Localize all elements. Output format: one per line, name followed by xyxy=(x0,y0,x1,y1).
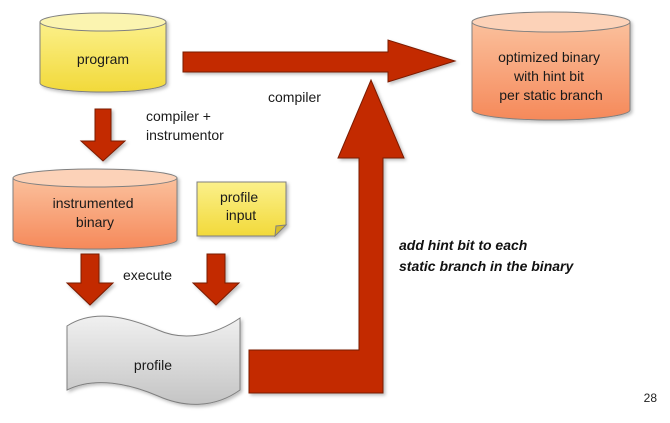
profile-shape xyxy=(66,315,241,405)
execute-arrow-right xyxy=(191,253,241,306)
program-label: program xyxy=(77,51,129,67)
instrumented-binary-label: instrumented binary xyxy=(53,195,138,230)
page-number: 28 xyxy=(644,391,658,405)
compile-instrument-arrow xyxy=(79,108,127,162)
optimized-binary-cylinder xyxy=(471,11,631,121)
program-cylinder xyxy=(39,12,167,93)
instrumented-binary-cylinder xyxy=(12,168,178,250)
execute-label: execute xyxy=(123,267,172,283)
optimized-binary-label: optimized binary with hint bit per stati… xyxy=(498,49,604,103)
add-hint-label: add hint bit to each static branch in th… xyxy=(399,237,574,274)
profile-label: profile xyxy=(134,357,172,373)
profile-input-label: profile input xyxy=(220,189,262,223)
execute-arrow-left xyxy=(65,253,115,306)
compiler-label: compiler xyxy=(268,89,321,105)
compiler-arrow xyxy=(182,39,457,83)
profile-input-note xyxy=(196,181,288,238)
add-hint-arrow xyxy=(248,78,405,394)
compiler-instrumentor-label: compiler + instrumentor xyxy=(146,108,224,143)
